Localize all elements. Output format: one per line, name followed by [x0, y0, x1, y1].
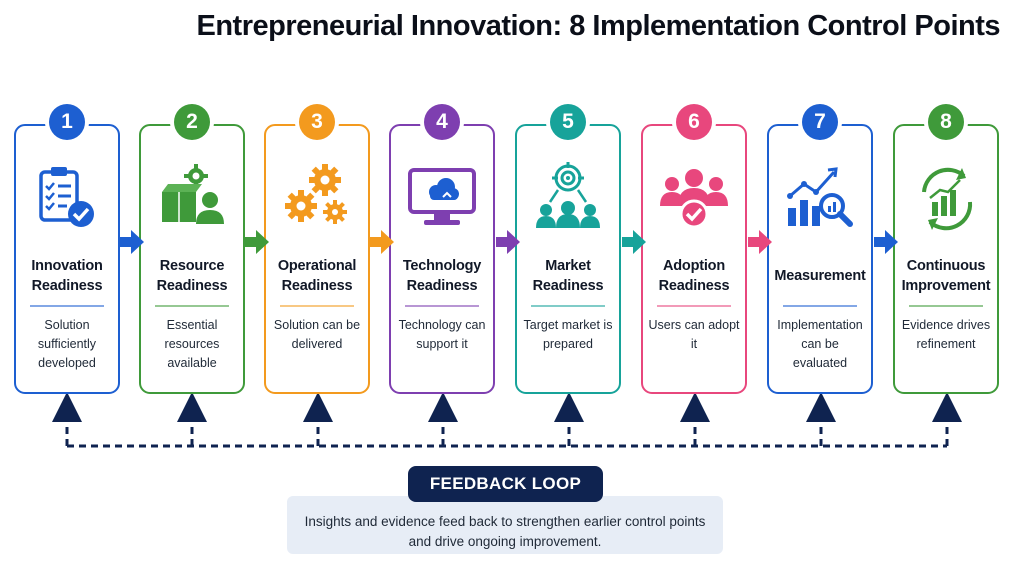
- flow-arrow-icon: [496, 229, 520, 255]
- step-number-badge: 7: [802, 104, 838, 140]
- step-number-badge: 8: [928, 104, 964, 140]
- step-description: Essential resources available: [164, 318, 220, 370]
- flow-arrow-icon: [120, 229, 144, 255]
- step-title: Measurement: [774, 268, 866, 284]
- feedback-text-line-1: Insights and evidence feed back to stren…: [304, 514, 706, 529]
- step-description: Evidence drives refinement: [901, 318, 991, 351]
- card-divider: [405, 305, 479, 307]
- flow-arrow-icon: [370, 229, 394, 255]
- checklist-icon: [31, 162, 103, 234]
- page-title: Entrepreneurial Innovation: 8 Implementa…: [196, 10, 1000, 42]
- card-divider: [30, 305, 104, 307]
- cloud-monitor-icon: [406, 162, 478, 234]
- step-number-badge: 3: [299, 104, 335, 140]
- card-divider: [657, 305, 731, 307]
- step-description: Users can adopt it: [648, 318, 740, 351]
- analytics-icon: [784, 162, 856, 234]
- step-number-badge: 4: [424, 104, 460, 140]
- control-point-card-7: 7 Measurement Implementation can be eval…: [767, 104, 873, 394]
- target-audience-icon: [532, 162, 604, 234]
- resources-icon: [156, 162, 228, 234]
- feedback-description-box: Insights and evidence feed back to stren…: [287, 496, 723, 554]
- step-number-badge: 6: [676, 104, 712, 140]
- step-description: Solution can be delivered: [273, 318, 361, 351]
- flow-arrow-icon: [748, 229, 772, 255]
- feedback-text-line-2: and drive ongoing improvement.: [408, 534, 602, 549]
- step-description: Target market is prepared: [523, 318, 613, 351]
- card-divider: [909, 305, 983, 307]
- growth-cycle-icon: [910, 162, 982, 234]
- control-point-card-3: 3 Opera: [264, 104, 370, 394]
- card-divider: [280, 305, 354, 307]
- flow-arrow-icon: [622, 229, 646, 255]
- step-number-badge: 5: [550, 104, 586, 140]
- flow-arrow-icon: [245, 229, 269, 255]
- step-number-badge: 2: [174, 104, 210, 140]
- gears-icon: [281, 162, 353, 234]
- step-number-badge: 1: [49, 104, 85, 140]
- step-description: Technology can support it: [398, 318, 486, 351]
- step-description: Implementation can be evaluated: [777, 318, 863, 370]
- feedback-loop-label: FEEDBACK LOOP: [408, 466, 603, 502]
- card-divider: [531, 305, 605, 307]
- step-description: Solution sufficiently developed: [37, 318, 97, 370]
- card-divider: [783, 305, 857, 307]
- users-check-icon: [658, 162, 730, 234]
- card-divider: [155, 305, 229, 307]
- flow-arrow-icon: [874, 229, 898, 255]
